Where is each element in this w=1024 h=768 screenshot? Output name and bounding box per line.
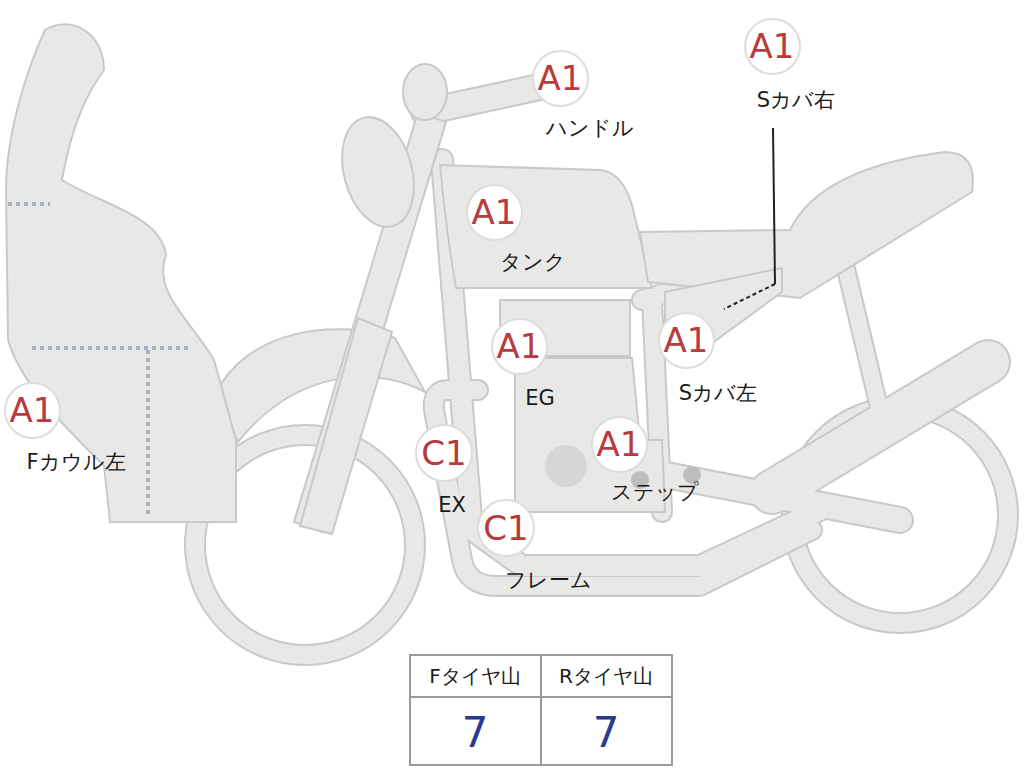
grade-circle: A1 xyxy=(466,184,523,241)
front-cowl xyxy=(6,24,236,522)
damage-marker: C1EX xyxy=(415,424,473,482)
frame-tubes xyxy=(424,80,988,586)
part-name: フレーム xyxy=(505,566,592,594)
damage-grade: C1 xyxy=(483,501,528,555)
damage-marker: A1Fカウル左 xyxy=(4,382,61,439)
cowl-section-line xyxy=(8,202,50,206)
tire-table xyxy=(410,655,672,765)
damage-marker: A1ステップ xyxy=(591,416,648,473)
damage-grade: A1 xyxy=(750,20,795,73)
grade-circle: A1 xyxy=(744,18,801,75)
damage-marker: A1Sカバ左 xyxy=(658,312,715,369)
damage-grade: A1 xyxy=(538,52,583,105)
damage-grade: A1 xyxy=(597,418,642,471)
seat xyxy=(640,152,973,298)
grade-circle: A1 xyxy=(491,318,548,375)
headlight xyxy=(331,109,426,235)
fork-tube xyxy=(300,318,392,534)
tread-value: 7 xyxy=(462,708,489,757)
engine-cover xyxy=(545,445,587,487)
damage-grade: A1 xyxy=(497,320,542,373)
leader-line xyxy=(773,128,775,284)
table-header: Rタイヤ山 xyxy=(559,663,653,690)
leader-line xyxy=(724,284,775,309)
cowl-section-line xyxy=(32,346,192,350)
damage-grade: A1 xyxy=(10,384,55,437)
grade-circle: C1 xyxy=(415,424,473,482)
damage-grade: A1 xyxy=(472,186,517,239)
part-name: Fカウル左 xyxy=(26,448,125,476)
table-header: Fタイヤ山 xyxy=(429,663,521,690)
grade-circle: A1 xyxy=(4,382,61,439)
grade-circle: A1 xyxy=(532,50,589,107)
part-name: Sカバ右 xyxy=(757,86,835,114)
frame-tube-outline xyxy=(842,252,882,420)
part-name: タンク xyxy=(500,248,566,276)
damage-marker: A1EG xyxy=(491,318,548,375)
cowl-section-line xyxy=(146,350,150,516)
frame-tube xyxy=(772,362,988,492)
part-name: ハンドル xyxy=(546,114,634,142)
damage-marker: A1ハンドル xyxy=(532,50,589,107)
table-rule xyxy=(540,655,542,765)
tread-value: 7 xyxy=(593,708,620,757)
grade-circle: A1 xyxy=(658,312,715,369)
front-fender xyxy=(215,329,425,442)
damage-marker: A1Sカバ右 xyxy=(744,18,801,75)
meter xyxy=(403,64,447,120)
grade-circle: A1 xyxy=(591,416,648,473)
grade-circle: C1 xyxy=(477,499,535,557)
part-name: EG xyxy=(525,386,555,410)
damage-marker: A1タンク xyxy=(466,184,523,241)
damage-grade: C1 xyxy=(421,426,466,480)
damage-marker: C1フレーム xyxy=(477,499,535,557)
part-name: ステップ xyxy=(611,478,699,506)
fuel-tank xyxy=(440,165,652,288)
frame-tube xyxy=(842,252,882,420)
damage-grade: A1 xyxy=(664,314,709,367)
part-name: EX xyxy=(438,493,466,517)
part-name: Sカバ左 xyxy=(679,379,757,407)
